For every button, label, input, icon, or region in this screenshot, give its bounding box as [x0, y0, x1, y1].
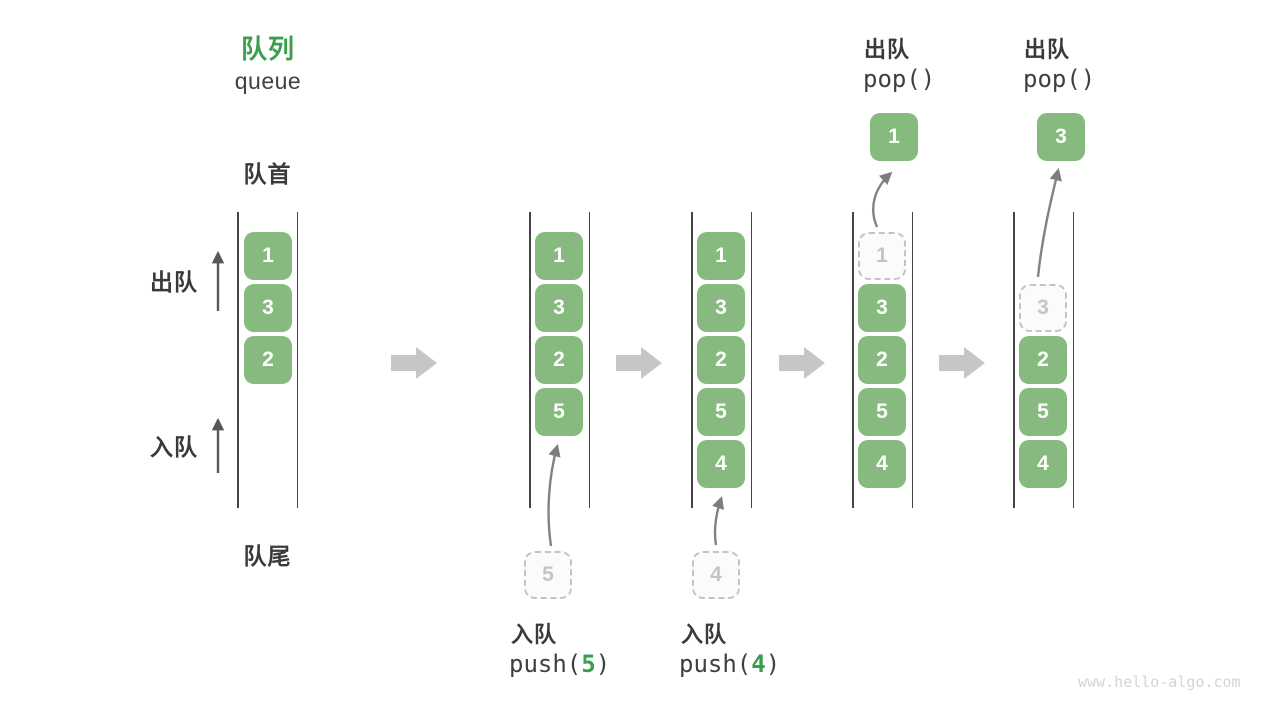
queue-wall — [1013, 212, 1015, 508]
queue-item: 2 — [858, 336, 906, 384]
code-text: push( — [679, 650, 752, 678]
diagram-title-zh: 队列 — [240, 34, 295, 64]
queue-item: 3 — [697, 284, 745, 332]
queue-item: 4 — [1019, 440, 1067, 488]
queue-wall — [529, 212, 531, 508]
incoming-item-ghost: 5 — [524, 551, 572, 599]
queue-wall — [588, 212, 590, 508]
popped-item: 3 — [1037, 113, 1085, 161]
queue-wall — [911, 212, 913, 508]
push5-op-code: push(5) — [509, 650, 610, 678]
queue-wall — [750, 212, 752, 508]
transition-arrow-icon — [616, 347, 662, 379]
queue-wall — [296, 212, 298, 508]
queue-wall — [237, 212, 239, 508]
transition-arrow-icon — [779, 347, 825, 379]
queue-item: 3 — [858, 284, 906, 332]
queue-wall — [1072, 212, 1074, 508]
push5-op-label: 入队 — [511, 622, 558, 647]
queue-wall — [852, 212, 854, 508]
queue-item: 3 — [244, 284, 292, 332]
queue-item: 5 — [858, 388, 906, 436]
queue-item: 1 — [697, 232, 745, 280]
incoming-item-ghost: 4 — [692, 551, 740, 599]
popped-item: 1 — [870, 113, 918, 161]
push4-op-code: push(4) — [679, 650, 780, 678]
dequeue-direction-label: 出队 — [150, 269, 198, 295]
queue-item: 1 — [535, 232, 583, 280]
code-arg: 5 — [581, 650, 596, 678]
pop2-op-code: pop() — [1023, 65, 1096, 93]
queue-item: 1 — [244, 232, 292, 280]
push5-arrow-icon — [547, 443, 561, 547]
queue-item: 3 — [535, 284, 583, 332]
pop1-op-label: 出队 — [864, 37, 911, 62]
queue-item: 5 — [535, 388, 583, 436]
pop1-op-code: pop() — [863, 65, 936, 93]
queue-item: 2 — [1019, 336, 1067, 384]
push4-arrow-icon — [712, 496, 724, 546]
watermark: www.hello-algo.com — [1078, 673, 1241, 691]
queue-rear-label: 队尾 — [243, 543, 292, 569]
queue-item: 4 — [697, 440, 745, 488]
queue-item: 2 — [535, 336, 583, 384]
queue-item: 4 — [858, 440, 906, 488]
code-text: push( — [509, 650, 582, 678]
queue-item: 2 — [697, 336, 745, 384]
queue-wall — [691, 212, 693, 508]
code-arg: 4 — [751, 650, 766, 678]
pop2-arrow-icon — [1036, 167, 1062, 278]
code-text: ) — [595, 650, 611, 678]
transition-arrow-icon — [939, 347, 985, 379]
push4-op-label: 入队 — [681, 622, 728, 647]
transition-arrow-icon — [391, 347, 437, 379]
pop1-arrow-icon — [872, 171, 893, 228]
queue-item: 2 — [244, 336, 292, 384]
removed-item-ghost: 3 — [1019, 284, 1067, 332]
queue-item: 5 — [1019, 388, 1067, 436]
code-text: ) — [765, 650, 781, 678]
diagram-title-en: queue — [234, 68, 302, 94]
queue-front-label: 队首 — [243, 161, 292, 187]
removed-item-ghost: 1 — [858, 232, 906, 280]
enqueue-direction-label: 入队 — [150, 434, 198, 460]
queue-item: 5 — [697, 388, 745, 436]
pop2-op-label: 出队 — [1024, 37, 1071, 62]
